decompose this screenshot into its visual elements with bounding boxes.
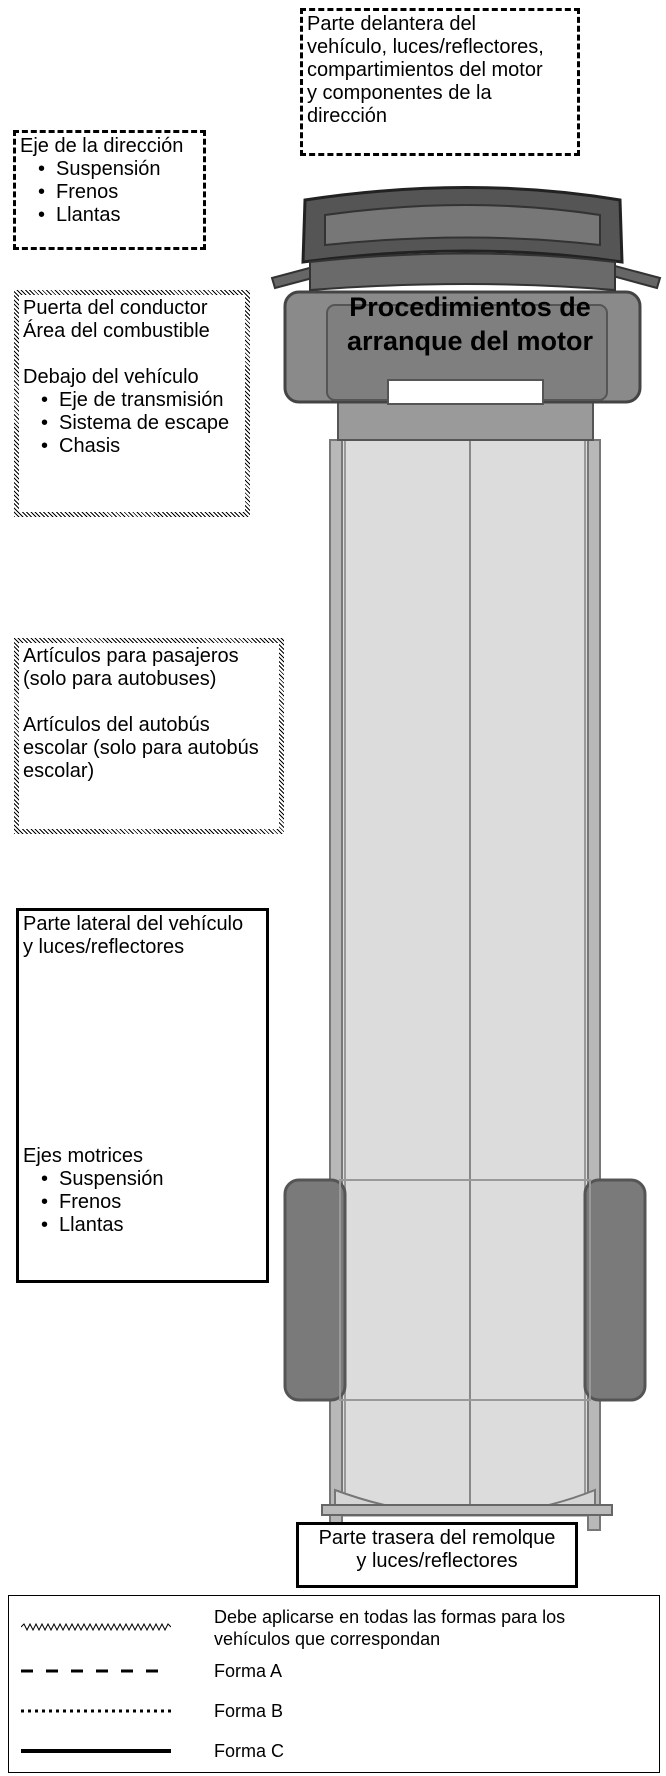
front-line1: Parte delantera del bbox=[307, 13, 477, 35]
drive-axle-item: Suspensión bbox=[37, 1168, 262, 1191]
steering-item: Frenos bbox=[34, 181, 199, 204]
steering-title: Eje de la dirección bbox=[20, 135, 184, 157]
front-line5: dirección bbox=[307, 105, 388, 127]
under-vehicle-item: Eje de transmisión bbox=[37, 389, 241, 412]
legend-row-all-forms: Debe aplicarse en todas las formas para … bbox=[9, 1604, 659, 1654]
engine-label-line1: Procedimientos de bbox=[349, 292, 591, 322]
zigzag-line-sample bbox=[21, 1622, 171, 1632]
legend-all-forms-line1: Debe aplicarse en todas las formas para … bbox=[214, 1607, 566, 1627]
side-line1: Parte lateral del vehículo bbox=[23, 913, 244, 935]
engine-start-label: Procedimientos de arranque del motor bbox=[330, 290, 610, 358]
side-line2: y luces/reflectores bbox=[23, 936, 185, 958]
legend-form-c: Forma C bbox=[214, 1741, 285, 1761]
school-bus-line2: escolar (solo para autobús bbox=[23, 737, 259, 759]
right-wheels bbox=[583, 1178, 647, 1402]
passenger-line2: (solo para autobuses) bbox=[23, 668, 217, 690]
under-vehicle-title: Debajo del vehículo bbox=[23, 366, 199, 388]
school-bus-line3: escolar) bbox=[23, 760, 95, 782]
hood-inner bbox=[324, 204, 601, 247]
under-vehicle-item: Sistema de escape bbox=[37, 412, 241, 435]
passenger-line1: Artículos para pasajeros bbox=[23, 645, 239, 667]
engine-label-line2: arranque del motor bbox=[346, 326, 594, 356]
solid-line-sample bbox=[21, 1749, 171, 1753]
steering-list: Suspensión Frenos Llantas bbox=[20, 158, 199, 227]
dashed-line-sample bbox=[21, 1669, 171, 1673]
legend-form-b: Forma B bbox=[214, 1701, 284, 1721]
legend-all-forms-text: Debe aplicarse en todas las formas para … bbox=[214, 1606, 565, 1650]
driver-door: Puerta del conductor bbox=[23, 297, 208, 319]
steering-axle-box: Eje de la dirección Suspensión Frenos Ll… bbox=[13, 130, 206, 250]
rear-trailer-box: Parte trasera del remolque y luces/refle… bbox=[296, 1522, 578, 1588]
legend-form-a: Forma A bbox=[214, 1661, 283, 1681]
trailer-body bbox=[338, 393, 592, 1517]
bumper-front bbox=[309, 252, 616, 292]
fuel-area: Área del combustible bbox=[23, 320, 210, 342]
front-line2: vehículo, luces/reflectores, bbox=[307, 36, 544, 58]
drive-axle-item: Frenos bbox=[37, 1191, 262, 1214]
drive-axles-list: Suspensión Frenos Llantas bbox=[23, 1168, 262, 1237]
legend-all-forms-line2: vehículos que correspondan bbox=[214, 1629, 441, 1649]
axle-frame bbox=[339, 1179, 591, 1401]
front-vehicle-box: Parte delantera del vehículo, luces/refl… bbox=[300, 8, 580, 156]
under-vehicle-item: Chasis bbox=[37, 435, 241, 458]
driver-area-box: Puerta del conductor Área del combustibl… bbox=[14, 290, 250, 517]
passenger-items-box: Artículos para pasajeros (solo para auto… bbox=[14, 638, 284, 834]
drive-axle-item: Llantas bbox=[37, 1214, 262, 1237]
legend-row-form-a: Forma A bbox=[9, 1658, 659, 1688]
legend: Debe aplicarse en todas las formas para … bbox=[8, 1595, 660, 1773]
front-line3: compartimientos del motor bbox=[307, 59, 543, 81]
school-bus-line1: Artículos del autobús bbox=[23, 714, 210, 736]
steering-item: Suspensión bbox=[34, 158, 199, 181]
cab-window bbox=[387, 379, 544, 405]
legend-row-form-c: Forma C bbox=[9, 1738, 659, 1768]
dotted-line-sample bbox=[21, 1709, 171, 1713]
under-vehicle-list: Eje de transmisión Sistema de escape Cha… bbox=[23, 389, 241, 458]
legend-row-form-b: Forma B bbox=[9, 1698, 659, 1728]
steering-item: Llantas bbox=[34, 204, 199, 227]
rear-line1: Parte trasera del remolque bbox=[318, 1527, 556, 1549]
drive-axles-title: Ejes motrices bbox=[23, 1145, 144, 1167]
rear-bar bbox=[321, 1504, 613, 1516]
rear-line2: y luces/reflectores bbox=[356, 1550, 518, 1572]
side-vehicle-box: Parte lateral del vehículo y luces/refle… bbox=[16, 908, 269, 1283]
left-wheels bbox=[283, 1178, 347, 1402]
front-line4: y componentes de la bbox=[307, 82, 492, 104]
